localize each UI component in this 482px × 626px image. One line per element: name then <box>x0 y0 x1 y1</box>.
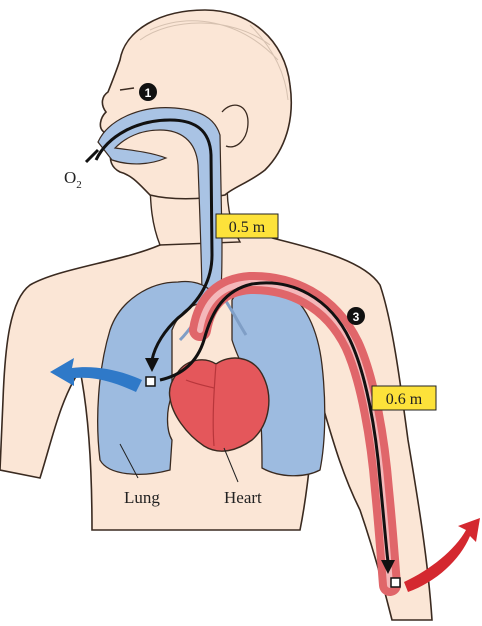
lung-label: Lung <box>124 488 160 507</box>
tissue-marker <box>391 578 400 587</box>
step-1-number: 1 <box>145 86 152 100</box>
head <box>100 10 291 199</box>
o2-label: O2 <box>64 168 82 191</box>
o2-subscript: 2 <box>76 179 82 191</box>
step-3-number: 3 <box>353 310 360 324</box>
callout-airway-text: 0.5 m <box>229 219 266 236</box>
heart-label: Heart <box>224 488 262 507</box>
callout-artery-text: 0.6 m <box>386 391 423 408</box>
o2-letter: O <box>64 168 76 187</box>
alveolus-marker <box>146 377 155 386</box>
o2-inlet-line <box>86 150 98 162</box>
